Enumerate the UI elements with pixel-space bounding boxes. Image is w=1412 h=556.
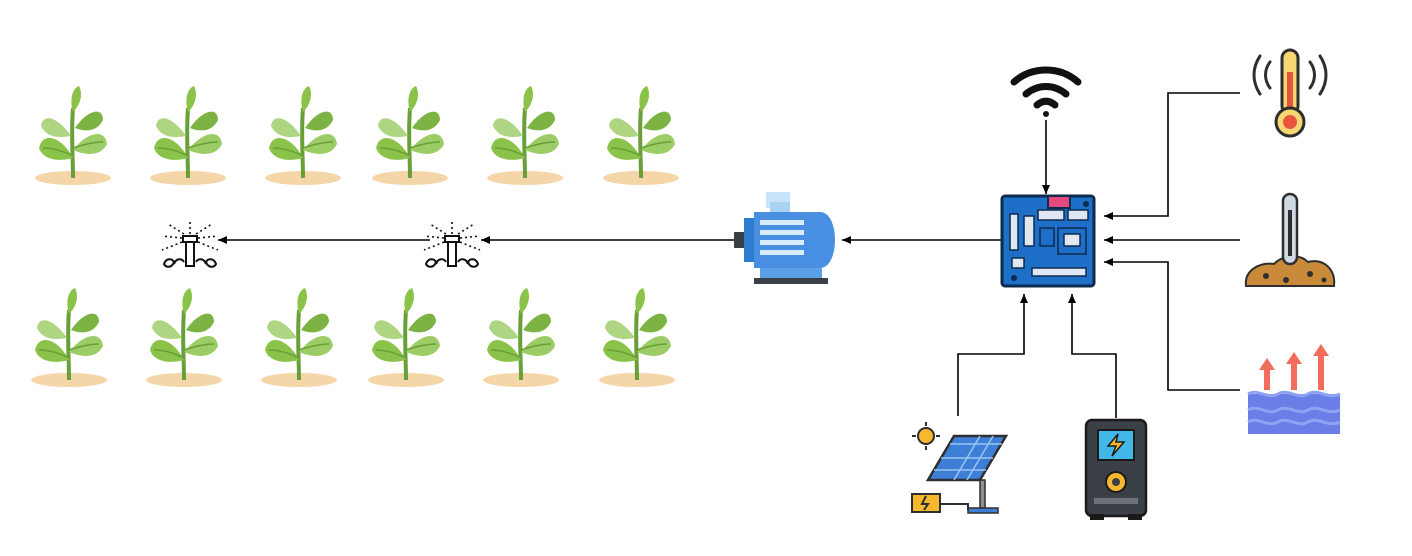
power-supply-icon	[1084, 418, 1148, 520]
water-level-icon	[1247, 344, 1341, 434]
power-supply-to-board-arrow	[1068, 294, 1117, 418]
temperature-to-board-arrow	[1104, 92, 1240, 220]
sprinkler-icon	[161, 221, 219, 268]
wifi-icon	[1010, 66, 1082, 117]
plant-icon	[148, 84, 228, 187]
solar-panel-icon	[911, 422, 1009, 514]
water-pump-icon	[734, 192, 835, 284]
plant-icon	[366, 286, 446, 389]
plant-icon	[263, 84, 343, 187]
solar-to-board-arrow	[957, 294, 1028, 416]
plant-icon	[601, 84, 681, 187]
plant-icon	[370, 84, 450, 187]
plant-icon	[144, 286, 224, 389]
plant-icon	[29, 286, 109, 389]
plant-icon	[481, 286, 561, 389]
circuit-board-icon	[1000, 194, 1096, 288]
connection-lines	[218, 92, 1240, 418]
plants-bottom-row	[29, 286, 677, 389]
plant-icon	[485, 84, 565, 187]
water-level-to-board-arrow	[1104, 258, 1240, 391]
plant-icon	[597, 286, 677, 389]
sprinkler-icon	[423, 221, 481, 268]
plant-icon	[259, 286, 339, 389]
soil-thermometer-icon	[1244, 192, 1336, 287]
thermometer-icon	[1252, 48, 1328, 138]
plants-top-row	[33, 84, 681, 187]
plant-icon	[33, 84, 113, 187]
